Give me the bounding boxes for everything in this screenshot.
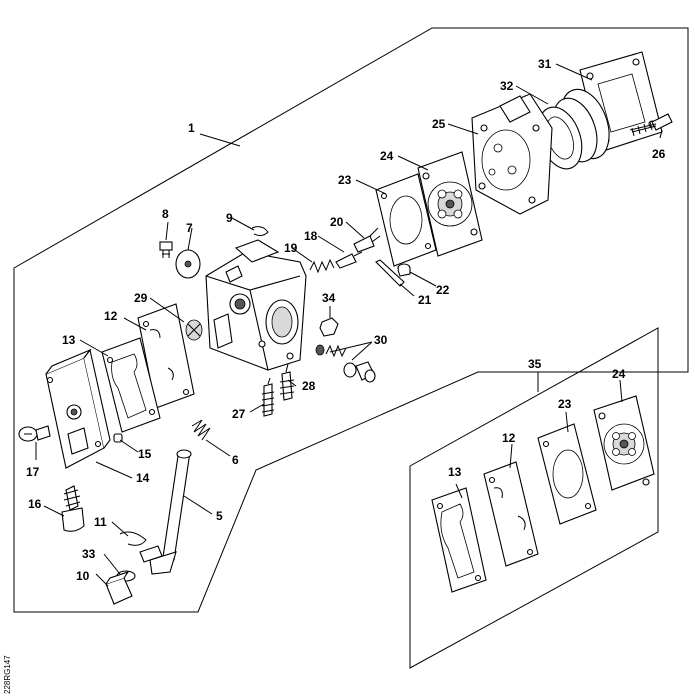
leader-lines: [35, 63, 663, 587]
gasket-part-23: [375, 173, 437, 267]
callout-33: 33: [82, 547, 96, 561]
callout-26: 26: [652, 147, 666, 161]
callout-12-kit: 12: [502, 431, 516, 445]
valve-group-part-30: [315, 344, 376, 383]
callout-18: 18: [304, 229, 318, 243]
callout-22: 22: [436, 283, 450, 297]
callout-19: 19: [284, 241, 298, 255]
plate-part-7: [175, 249, 201, 279]
callout-31: 31: [538, 57, 552, 71]
callout-32: 32: [500, 79, 514, 93]
callout-35: 35: [528, 357, 542, 371]
callout-5: 5: [216, 509, 223, 523]
clip-part-9: [251, 226, 269, 237]
clip-part-11: [119, 531, 147, 546]
valve-part-20: [353, 227, 381, 253]
callout-29: 29: [134, 291, 148, 305]
callout-6: 6: [232, 453, 239, 467]
callout-23-kit: 23: [558, 397, 572, 411]
callout-15: 15: [138, 447, 152, 461]
callout-30: 30: [374, 333, 388, 347]
callout-7: 7: [186, 221, 193, 235]
callout-17: 17: [26, 465, 40, 479]
callout-25: 25: [432, 117, 446, 131]
screw-part-8: [159, 241, 173, 258]
cover-part-14: [45, 348, 111, 469]
carburetor-body: [205, 239, 307, 371]
kit-gasket-13: [431, 487, 487, 593]
callout-13-kit: 13: [448, 465, 462, 479]
screw-part-26: [629, 113, 673, 137]
callout-11: 11: [94, 515, 107, 529]
callout-28: 28: [302, 379, 316, 393]
kit-gasket-12: [483, 461, 539, 567]
block-part-10: [105, 570, 133, 605]
spring-part-19: [309, 258, 335, 274]
callout-16: 16: [28, 497, 42, 511]
callout-34: 34: [322, 291, 336, 305]
reference-code: 228RG147: [3, 655, 12, 694]
callout-24: 24: [380, 149, 394, 163]
cover-part-25: [471, 93, 553, 215]
callout-21: 21: [418, 293, 432, 307]
pin-part-21: [375, 259, 405, 287]
callout-13: 13: [62, 333, 76, 347]
callout-1: 1: [188, 121, 195, 135]
callout-20: 20: [330, 215, 344, 229]
callout-14: 14: [136, 471, 150, 485]
primer-part-16: [61, 485, 85, 532]
callout-12: 12: [104, 309, 118, 323]
needle-part-18: [335, 251, 363, 269]
diaphragm-part-24: [417, 151, 483, 257]
assembly-outline-main: [13, 27, 689, 613]
callout-9: 9: [226, 211, 233, 225]
screw-part-28: [279, 363, 295, 401]
kit-outline: [409, 327, 659, 669]
shaft-part-5: [139, 449, 192, 575]
screw-part-27: [261, 377, 275, 417]
callout-24-kit: 24: [612, 367, 626, 381]
screw-part-17: [18, 425, 51, 442]
callout-10: 10: [76, 569, 90, 583]
nut-part-34: [319, 317, 339, 337]
gasket-part-13: [101, 337, 161, 433]
spring-part-6: [191, 419, 211, 441]
kit-diaphragm-24: [593, 395, 655, 491]
screw-part-22: [397, 263, 411, 277]
kit-gasket-23: [537, 423, 597, 525]
callout-23: 23: [338, 173, 352, 187]
callout-27: 27: [232, 407, 246, 421]
callout-8: 8: [162, 207, 169, 221]
screen-part-29: [185, 319, 203, 341]
